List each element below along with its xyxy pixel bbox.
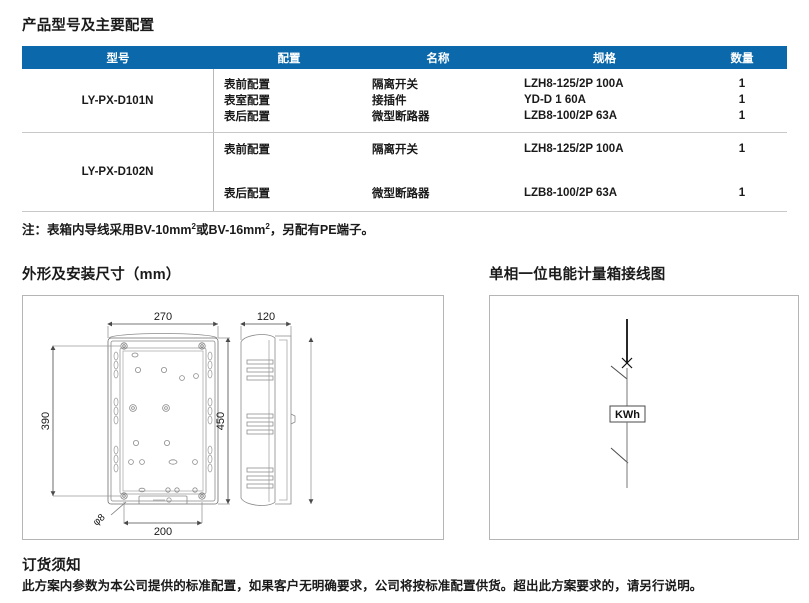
single-phase-meter-wiring-diagram: KWh — [609, 319, 646, 488]
section-title-wiring: 单相一位电能计量箱接线图 — [489, 267, 666, 283]
table-header-name: 名称 — [426, 52, 450, 65]
table-cell-qty: 1 — [738, 187, 746, 199]
note-suffix: ，另配有PE端子。 — [269, 223, 375, 237]
table-subrows: 表前配置 隔离开关 LZH8-125/2P 100A 1 表后配置 微型断路器 … — [214, 133, 787, 211]
table-header-model: 型号 — [106, 52, 130, 65]
page-title-products: 产品型号及主要配置 — [22, 18, 155, 34]
table-cell-qty: 1 — [738, 94, 746, 106]
table-cell-spec: YD-D 1 60A — [524, 94, 586, 106]
table-cell-spec: LZH8-125/2P 100A — [524, 143, 624, 155]
section-title-ordering: 订货须知 — [22, 558, 81, 574]
dimension-label-height-outer: 450 — [215, 412, 227, 430]
table-cell-qty: 1 — [738, 78, 746, 90]
dimension-label-width-front: 270 — [154, 311, 172, 323]
table-row-group: LY-PX-D102N 表前配置 隔离开关 LZH8-125/2P 100A 1… — [22, 133, 787, 212]
breaker-blade — [610, 447, 629, 464]
table-cell-qty: 1 — [738, 143, 746, 155]
table-cell-name: 微型断路器 — [372, 188, 430, 200]
note-superscript-1: 2 — [191, 221, 196, 231]
table-cell-qty: 1 — [738, 110, 746, 122]
dimension-label-hole-callout: φ8 — [91, 512, 108, 529]
dimension-label-depth-side: 120 — [257, 311, 275, 323]
table-cell-config: 表室配置 — [224, 95, 270, 107]
table-cell-config: 表后配置 — [224, 111, 270, 123]
table-cell-config: 表前配置 — [224, 79, 270, 91]
table-cell-spec: LZH8-125/2P 100A — [524, 78, 624, 90]
kwh-meter-label: KWh — [615, 409, 640, 421]
table-row: 表后配置 微型断路器 LZB8-100/2P 63A 1 — [214, 185, 787, 201]
table-row: 表前配置 隔离开关 LZH8-125/2P 100A 1 — [214, 141, 787, 157]
ordering-notice-text: 此方案内参数为本公司提供的标准配置，如果客户无明确要求，公司将按标准配置供货。超… — [22, 579, 703, 593]
table-cell-config: 表后配置 — [224, 188, 270, 200]
enclosure-dimension-drawing: 270 120 200 390 450 φ8 — [40, 311, 314, 538]
note-mid: 或BV-16mm — [195, 223, 266, 237]
isolator-switch-symbol — [621, 357, 633, 369]
dimensions-drawing-panel: 270 120 200 390 450 φ8 — [22, 295, 444, 540]
spec-table: 型号 配置 名称 规格 数量 LY-PX-D101N 表前配置 隔离开关 LZH… — [22, 46, 787, 212]
table-subrows: 表前配置 隔离开关 LZH8-125/2P 100A 1 表室配置 接插件 YD… — [214, 69, 787, 132]
table-row-group: LY-PX-D101N 表前配置 隔离开关 LZH8-125/2P 100A 1… — [22, 69, 787, 133]
table-row: 表前配置 隔离开关 LZH8-125/2P 100A 1 — [214, 76, 787, 92]
table-cell-model: LY-PX-D101N — [22, 69, 214, 132]
note-prefix: 注：表箱内导线采用BV-10mm — [22, 223, 192, 237]
wiring-diagram-panel: KWh — [489, 295, 799, 540]
table-header-qty: 数量 — [730, 52, 754, 65]
table-row: 表室配置 接插件 YD-D 1 60A 1 — [214, 92, 787, 108]
isolator-blade — [610, 365, 628, 380]
table-row: 表后配置 微型断路器 LZB8-100/2P 63A 1 — [214, 108, 787, 124]
table-header-row: 型号 配置 名称 规格 数量 — [22, 46, 787, 69]
section-title-dimensions: 外形及安装尺寸（mm） — [22, 267, 181, 283]
table-cell-name: 隔离开关 — [372, 144, 418, 156]
table-cell-name: 隔离开关 — [372, 79, 418, 91]
table-cell-spec: LZB8-100/2P 63A — [524, 110, 618, 122]
dimension-label-width-inner: 200 — [154, 526, 172, 538]
table-cell-config: 表前配置 — [224, 144, 270, 156]
table-header-config: 配置 — [277, 52, 301, 65]
table-cell-name: 接插件 — [372, 95, 407, 107]
table-cell-spec: LZB8-100/2P 63A — [524, 187, 618, 199]
table-note: 注：表箱内导线采用BV-10mm2或BV-16mm2，另配有PE端子。 — [22, 219, 374, 238]
dimension-label-height-inner: 390 — [40, 412, 52, 430]
note-superscript-2: 2 — [265, 221, 270, 231]
table-header-spec: 规格 — [593, 52, 616, 65]
table-cell-name: 微型断路器 — [372, 111, 430, 123]
table-cell-model: LY-PX-D102N — [22, 133, 214, 211]
